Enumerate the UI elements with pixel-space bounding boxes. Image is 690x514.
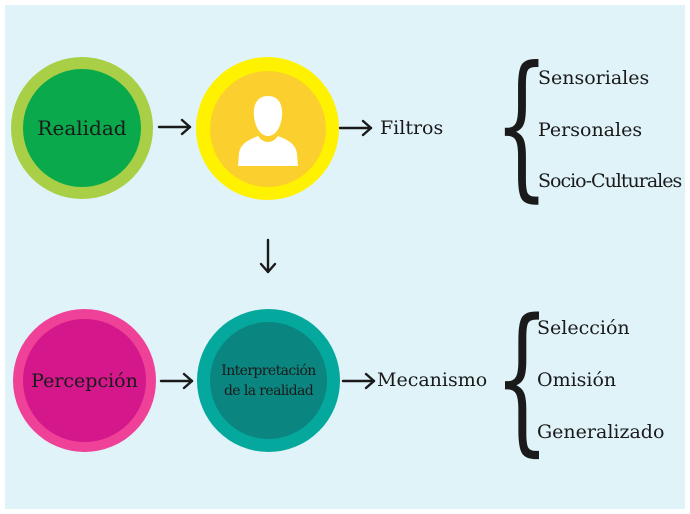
filtros-item-1: Sensoriales	[538, 67, 650, 89]
realidad-label: Realidad	[37, 116, 127, 140]
interpretacion-node: Interpretación de la realidad	[197, 309, 340, 452]
mecanismo-item-2: Omisión	[537, 369, 617, 391]
realidad-node: Realidad	[11, 57, 153, 199]
mecanismo-label: Mecanismo	[377, 369, 488, 391]
interpretacion-label-line1: Interpretación	[221, 362, 316, 379]
interpretacion-label-line2: de la realidad	[223, 382, 314, 399]
mecanismo-item-1: Selección	[537, 317, 630, 339]
persona-node-inner	[209, 70, 326, 187]
arrow-interpretacion-to-mecanismo	[341, 372, 376, 390]
filtros-brace: {	[494, 33, 550, 217]
mecanismo-item-3: Generalizado	[537, 421, 665, 443]
realidad-node-inner: Realidad	[23, 69, 141, 187]
arrow-percepcion-to-interpretacion	[159, 372, 194, 390]
persona-node	[196, 57, 339, 200]
arrow-realidad-to-persona	[157, 118, 192, 136]
person-icon	[237, 95, 298, 166]
filtros-item-2: Personales	[538, 119, 643, 141]
filtros-item-3: Socio-Culturales	[538, 170, 682, 192]
filtros-label: Filtros	[380, 117, 444, 139]
percepcion-node: Percepción	[13, 309, 156, 452]
mecanismo-brace: {	[494, 284, 550, 471]
arrow-persona-to-filtros	[338, 119, 373, 137]
percepcion-node-inner: Percepción	[23, 319, 146, 442]
interpretacion-node-inner: Interpretación de la realidad	[210, 322, 327, 439]
arrow-down-to-row2	[259, 238, 277, 274]
percepcion-label: Percepción	[31, 369, 138, 392]
